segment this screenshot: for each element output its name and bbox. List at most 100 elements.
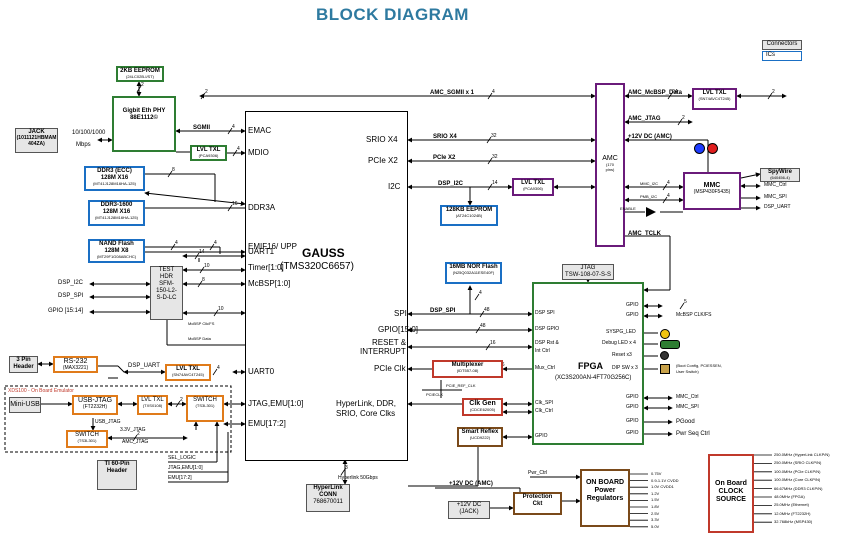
wire-count-label: 4 [237,146,240,152]
wire-count-tick [212,368,218,376]
fpga-port-right: DIP SW x 3 [612,365,638,371]
mmc-out-spi: MMC_SPI [764,194,787,200]
wire-count-tick [232,149,238,157]
wire-count-label: 5 [684,299,687,305]
wire-count-tick [486,136,492,144]
wire-count-label: 4 [667,193,670,199]
sig-dsp-i2c-r: DSP_I2C [438,181,464,187]
wire-count-label: 4 [492,89,495,95]
rail-label: 0.9-1.1V CVDD [651,477,679,483]
mmc-out-ctrl: MMC_Ctrl [764,182,787,188]
sig-amc-sgmii: AMC_SGMII x 1 [430,90,475,96]
clock-label: 250.0MHz (HyperLink CLKP/N) [774,452,830,457]
fpga-out-pwr-seq: Pwr Seq Ctrl [676,431,710,437]
gauss-port-left: McBSP[1:0] [248,279,291,288]
wire-count-label: 48 [480,323,486,329]
wire-count-tick [175,400,181,408]
sig-srio-x4: SRIO X4 [433,134,457,140]
gauss-port-right: SRIO X4 [366,135,398,144]
sig-pwr-ctrl: Pwr_Ctrl [528,470,548,476]
spywire-connector: SpyWire(640456-4) [760,168,800,182]
rail-label: 1.8V [651,504,660,509]
fpga-port-right: GPIO [626,302,639,308]
syspg-led-icon [660,329,670,339]
emulator-label: XDS100 - On Board Emulator [8,388,74,394]
mmc-controller: MMC(MSP430F5435) [683,172,741,210]
fpga-port-right: GPIO [626,430,639,436]
sig-hyperlink: Hyperlink 50Gbps [338,475,378,481]
wire-count-tick [677,118,683,126]
wire-count-tick [340,468,346,476]
fpga-port-right: SYSPG_LED [606,329,636,335]
lvl-txl-mdio: LVL TXL(PCA9306) [190,145,227,161]
sig-3v3-jtag: 3.3V_JTAG [120,427,146,433]
fpga-port-right: GPIO [626,394,639,400]
wire-count-tick [487,92,493,100]
fpga-out-boot-config: (Boot Config, PCIESSEN, [676,363,722,368]
wire-count-label: 14 [492,180,498,186]
gauss-port-left: JTAG,EMU[1:0] [248,399,304,408]
fpga-out-mcbsp: McBSP CLK/FS [676,312,712,318]
blue-led-icon [694,143,705,154]
gauss-port-left: DDR3A [248,203,276,212]
fpga-port-right: Reset x3 [612,352,632,358]
sig-amc-mcbsp: AMC_McBSP_Data [628,90,683,96]
clock-label: 12.0MHz (FT2232H) [774,510,811,516]
dip-switch-icon [660,364,670,374]
red-led-icon [707,143,718,154]
fpga-port-right: GPIO [626,312,639,318]
wire-count-label: 2 [141,82,144,88]
sig-pcie-x2: PCIe X2 [433,155,456,161]
rail-label: 3.3V [651,517,660,523]
jack-speed-unit: Mbps [76,142,91,148]
jack-speed: 10/100/1000 [72,130,106,136]
gauss-port-right: HyperLink, DDR, [336,399,397,408]
wire-count-label: 4 [232,124,235,130]
fpga-out-mmc-spi: MMC_SPI [676,404,699,410]
fpga-port-left: DSP SPI [535,310,555,316]
sig-mmc-i2c: MMC_I2C [640,181,659,186]
eeprom-128kb: 128KB EEPROM(AT24C1024B) [440,205,498,226]
wire-count-label: 16 [490,340,496,346]
gauss-port-left: EMU[17:2] [248,419,286,428]
wire-count-label: 48 [484,307,490,313]
clock-label: 100.0MHz (PCIe CLKP/N) [774,468,821,474]
nor-flash: 16MB NOR Flash(N25Q032A11ESE40F) [445,262,502,284]
gauss-dsp [245,111,408,461]
legend-connectors: Connectors [762,40,802,50]
wire-count-tick [227,204,233,212]
gauss-port-right: SRIO, Core Clks [336,409,396,418]
wire-count-tick [487,183,493,191]
wire-count-label: 24 [672,89,678,95]
lvl-txl-uart: LVL TXL(SN74AVC4T245) [165,364,211,381]
wire-count-tick [209,243,215,251]
wire-count-label: 2 [205,89,208,95]
gauss-port-right: GPIO[15:0] [378,325,419,334]
gauss-port-left: EMAC [248,126,272,135]
fpga-part: (XC3S200AN-4FT70G256C) [555,375,632,381]
fpga-port-left: GPIO [535,433,548,439]
wire-count-tick [200,92,206,100]
lvl-txl-jtag: LVL TXL(TXS0108) [137,395,168,415]
clock-label: 66.67MHz (DDR3 CLKP/N) [774,485,823,491]
fpga-port-right: GPIO [626,404,639,410]
gauss-name: GAUSS [302,246,345,260]
page-title: BLOCK DIAGRAM [316,5,469,24]
sig-usb-jtag: USB_JTAG [95,419,121,425]
sig-jtag-emu: JTAG,EMU[1:0] [168,465,203,471]
rs232-transceiver: RS-232(MAX3221) [53,356,98,373]
wire-count-label: 4 [479,290,482,296]
wire-count-label: 2 [180,397,183,403]
switch-usb: SWITCH(TS3L301) [66,430,108,448]
clock-label: 250.0MHz (SRIO CLKP/N) [774,460,822,466]
clock-label: 48.0MHz (FPGA) [774,494,805,499]
sig-emu: EMU[17:2] [168,475,192,481]
